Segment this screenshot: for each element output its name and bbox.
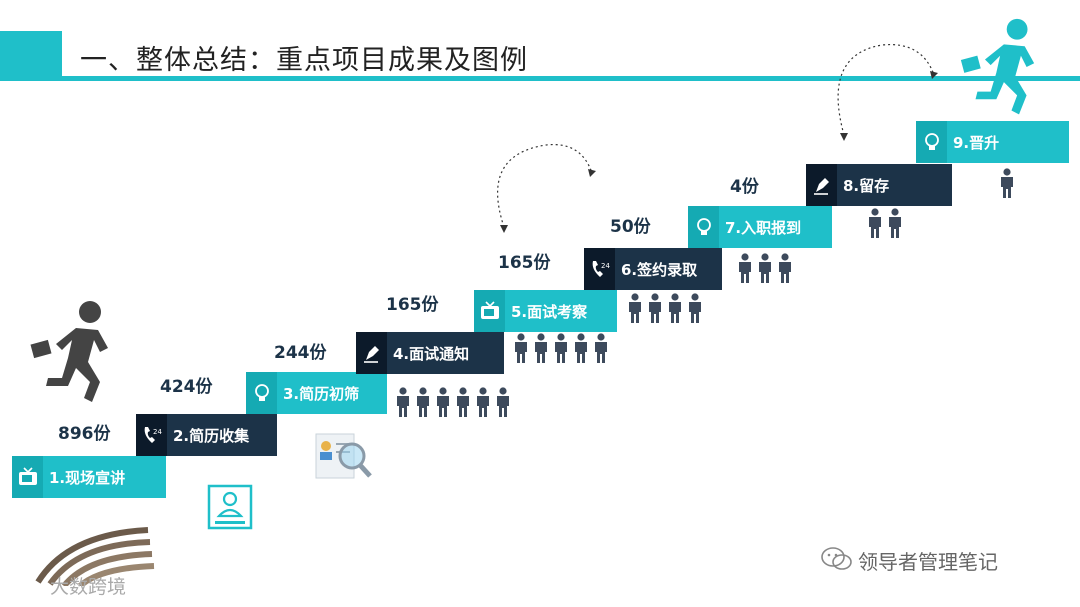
- running-businessman-icon: [30, 301, 108, 402]
- person-icon: [998, 168, 1016, 198]
- phone-24-icon: 24: [136, 414, 167, 456]
- person-icon: [756, 253, 774, 283]
- watermark-left: 大数跨境: [50, 576, 127, 598]
- person-icon: [572, 333, 590, 363]
- step-count: 424份: [160, 377, 213, 397]
- person-icon: [886, 208, 904, 238]
- step-label: 4.面试通知: [387, 332, 504, 374]
- person-icon: [532, 333, 550, 363]
- people-group-step-6: [626, 293, 704, 323]
- person-icon: [776, 253, 794, 283]
- step-7: 7.入职报到: [688, 206, 832, 248]
- person-icon: [394, 387, 412, 417]
- person-icon: [494, 387, 512, 417]
- lightbulb-icon: [246, 372, 277, 414]
- step-label: 2.简历收集: [167, 414, 277, 456]
- step-count: 50份: [610, 217, 651, 237]
- step-label: 8.留存: [837, 164, 952, 206]
- tv-icon: [12, 456, 43, 498]
- step-label: 1.现场宣讲: [43, 456, 166, 498]
- person-icon: [646, 293, 664, 323]
- people-group-step-9: [998, 168, 1016, 198]
- svg-text:24: 24: [601, 262, 610, 270]
- step-3: 3.简历初筛: [246, 372, 387, 414]
- people-group-step-8: [866, 208, 904, 238]
- wechat-icon: [820, 545, 854, 577]
- person-icon: [552, 333, 570, 363]
- auditorium-seats-image: [35, 527, 155, 586]
- step-5: 5.面试考察: [474, 290, 617, 332]
- step-count: 244份: [274, 343, 327, 363]
- svg-text:24: 24: [153, 428, 162, 436]
- step-label: 3.简历初筛: [277, 372, 387, 414]
- people-group-step-7: [736, 253, 794, 283]
- curved-arrow-right: [837, 43, 938, 141]
- lightbulb-icon: [916, 121, 947, 163]
- step-4: 4.面试通知: [356, 332, 504, 374]
- lightbulb-icon: [688, 206, 719, 248]
- person-icon: [736, 253, 754, 283]
- phone-24-icon: 24: [584, 248, 615, 290]
- person-icon: [454, 387, 472, 417]
- step-2: 24 2.简历收集: [136, 414, 277, 456]
- resume-icon: [207, 484, 253, 530]
- step-count: 896份: [58, 424, 111, 444]
- magnifier-resume-icon: [315, 433, 372, 479]
- step-label: 6.签约录取: [615, 248, 722, 290]
- person-icon: [512, 333, 530, 363]
- pen-icon: [806, 164, 837, 206]
- tv-icon: [474, 290, 505, 332]
- person-icon: [592, 333, 610, 363]
- person-icon: [666, 293, 684, 323]
- people-group-step-4: [394, 387, 512, 417]
- header-accent-bar: [0, 31, 62, 81]
- watermark-right: 领导者管理笔记: [858, 550, 998, 574]
- step-count: 165份: [498, 253, 551, 273]
- people-group-step-5: [512, 333, 610, 363]
- step-count: 165份: [386, 295, 439, 315]
- step-count: 4份: [730, 177, 759, 197]
- step-label: 9.晋升: [947, 121, 1069, 163]
- page-title: 一、整体总结：重点项目成果及图例: [80, 45, 528, 76]
- header-underline: [62, 76, 1080, 81]
- person-icon: [686, 293, 704, 323]
- step-9: 9.晋升: [916, 121, 1069, 163]
- person-icon: [434, 387, 452, 417]
- step-8: 8.留存: [806, 164, 952, 206]
- curved-arrow-left: [497, 143, 596, 233]
- step-1: 1.现场宣讲: [12, 456, 166, 498]
- step-label: 7.入职报到: [719, 206, 832, 248]
- person-icon: [866, 208, 884, 238]
- person-icon: [474, 387, 492, 417]
- pen-icon: [356, 332, 387, 374]
- step-label: 5.面试考察: [505, 290, 617, 332]
- running-businessman-icon: [960, 18, 1035, 115]
- person-icon: [414, 387, 432, 417]
- person-icon: [626, 293, 644, 323]
- step-6: 24 6.签约录取: [584, 248, 722, 290]
